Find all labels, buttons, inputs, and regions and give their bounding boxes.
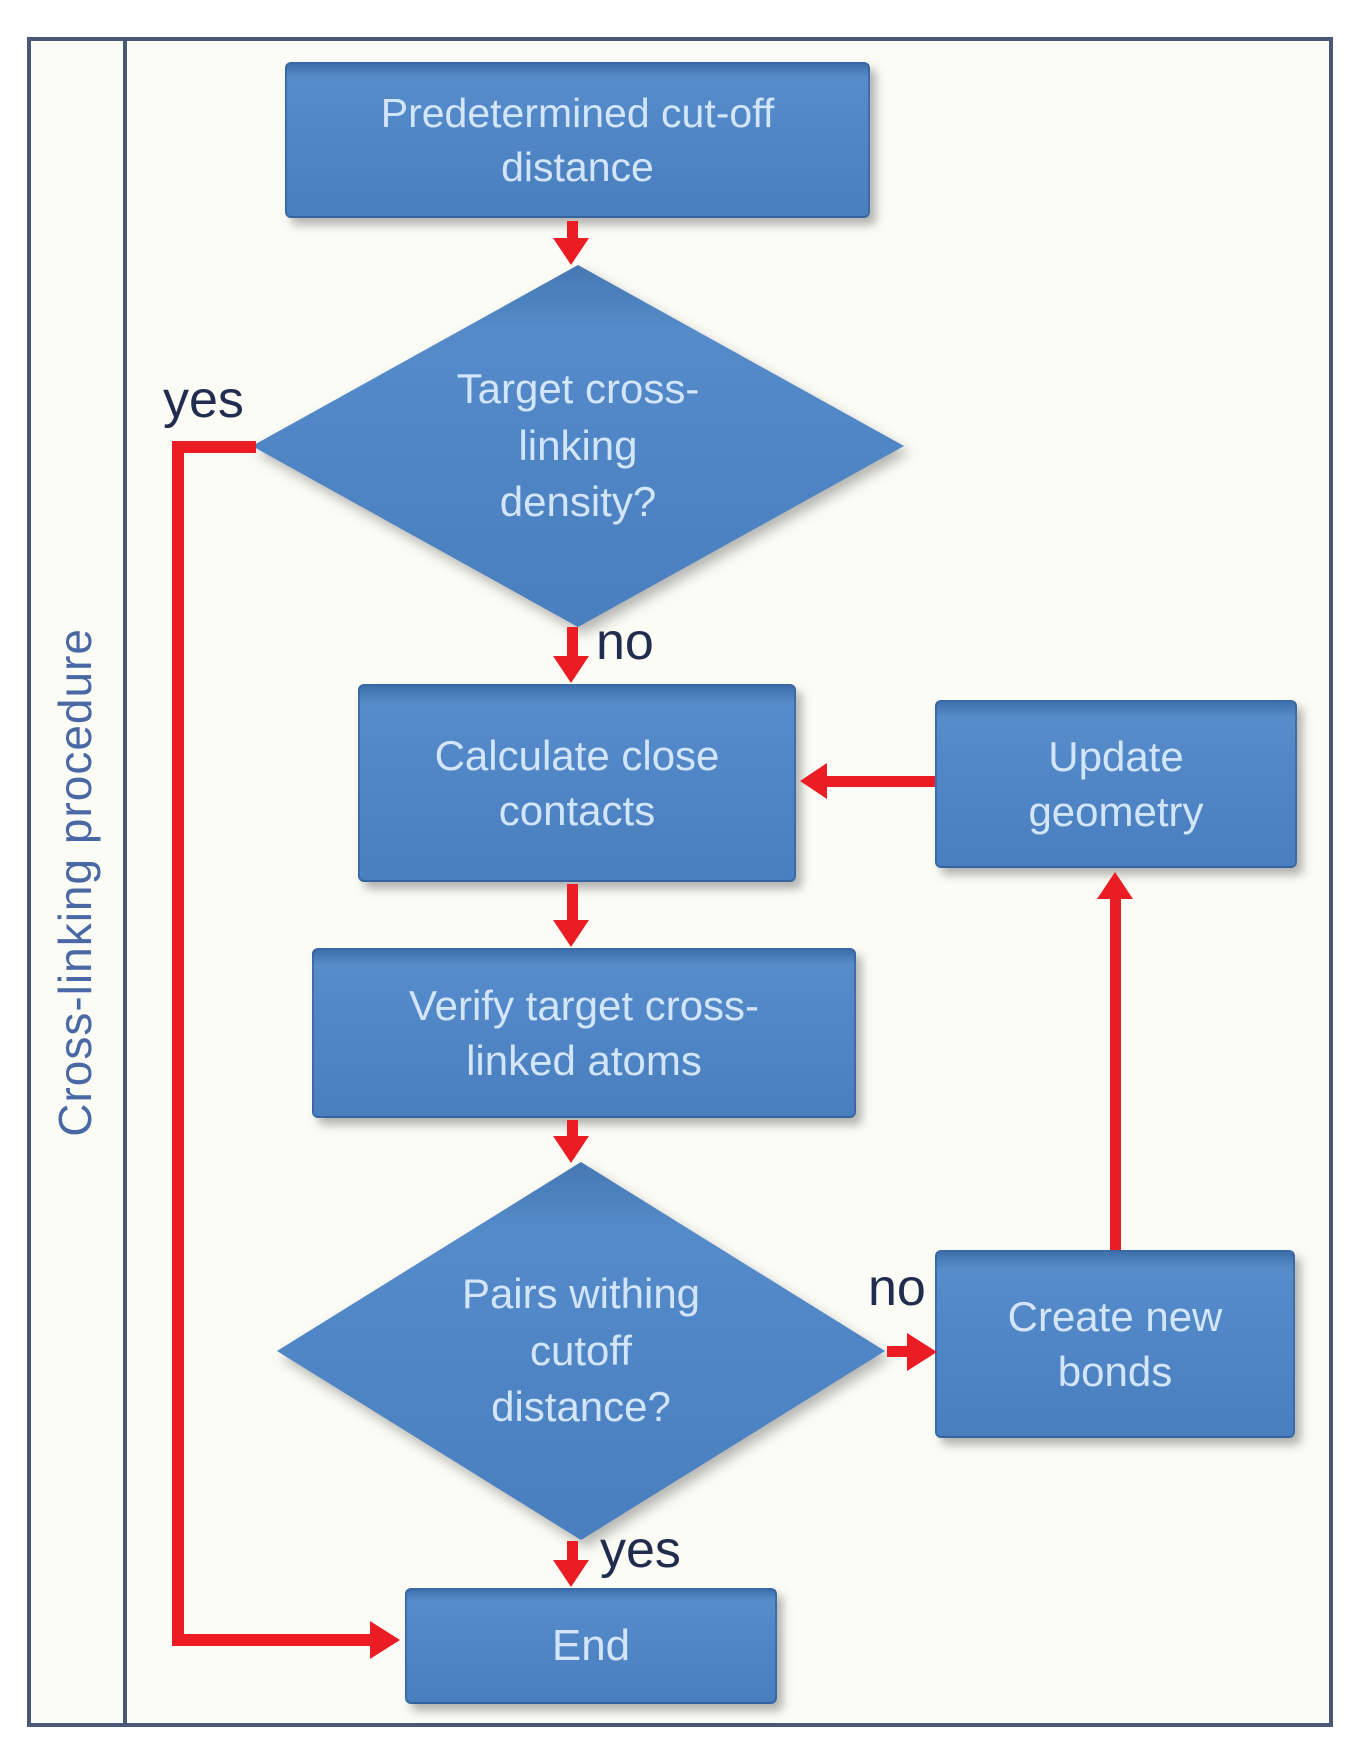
arrow-decision2-to-end-shaft bbox=[567, 1541, 578, 1562]
node-decision-target-density: Target cross- linking density? bbox=[252, 265, 904, 627]
arrow-create-to-update-head bbox=[1097, 872, 1133, 899]
arrow-decision1-yes-bottom-segment bbox=[172, 1634, 372, 1646]
arrow-update-to-calculate-head bbox=[800, 763, 827, 799]
arrow-update-to-calculate-shaft bbox=[827, 776, 935, 787]
node-update-geometry: Update geometry bbox=[935, 700, 1297, 868]
arrow-decision2-to-create-head bbox=[907, 1333, 937, 1371]
edge-label-decision2-no: no bbox=[868, 1259, 926, 1317]
arrow-start-to-decision1-head bbox=[553, 238, 589, 265]
arrow-calculate-to-verify-shaft bbox=[567, 884, 578, 922]
node-start: Predetermined cut-off distance bbox=[285, 62, 870, 218]
edge-label-decision1-no: no bbox=[596, 613, 654, 671]
node-decision-pairs-cutoff-label: Pairs withing cutoff distance? bbox=[277, 1162, 885, 1540]
arrow-create-to-update-shaft bbox=[1110, 899, 1121, 1250]
edge-label-decision2-yes: yes bbox=[600, 1521, 681, 1579]
sidebar-title: Cross-linking procedure bbox=[49, 627, 101, 1137]
node-decision-pairs-cutoff: Pairs withing cutoff distance? bbox=[277, 1162, 885, 1540]
arrow-calculate-to-verify-head bbox=[553, 920, 589, 947]
arrow-verify-to-decision2-head bbox=[553, 1136, 589, 1163]
node-verify-crosslinked-atoms: Verify target cross- linked atoms bbox=[312, 948, 856, 1118]
node-calculate-close-contacts: Calculate close contacts bbox=[358, 684, 796, 882]
arrow-decision2-to-end-head bbox=[553, 1560, 589, 1587]
arrow-decision1-to-calculate-shaft bbox=[567, 627, 578, 658]
arrow-decision1-yes-head bbox=[370, 1621, 400, 1659]
arrow-decision1-to-calculate-head bbox=[553, 656, 589, 683]
edge-label-decision1-yes: yes bbox=[163, 371, 244, 429]
node-decision-target-density-label: Target cross- linking density? bbox=[252, 265, 904, 627]
arrow-decision2-to-create-shaft bbox=[887, 1346, 909, 1357]
arrow-verify-to-decision2-shaft bbox=[567, 1120, 578, 1138]
arrow-decision1-yes-top-segment bbox=[172, 441, 256, 453]
node-create-new-bonds: Create new bonds bbox=[935, 1250, 1295, 1438]
sidebar-divider bbox=[123, 37, 127, 1727]
node-end: End bbox=[405, 1588, 777, 1704]
sidebar: Cross-linking procedure bbox=[27, 37, 123, 1727]
arrow-decision1-yes-vertical-segment bbox=[172, 441, 184, 1646]
arrow-start-to-decision1-shaft bbox=[567, 221, 578, 240]
